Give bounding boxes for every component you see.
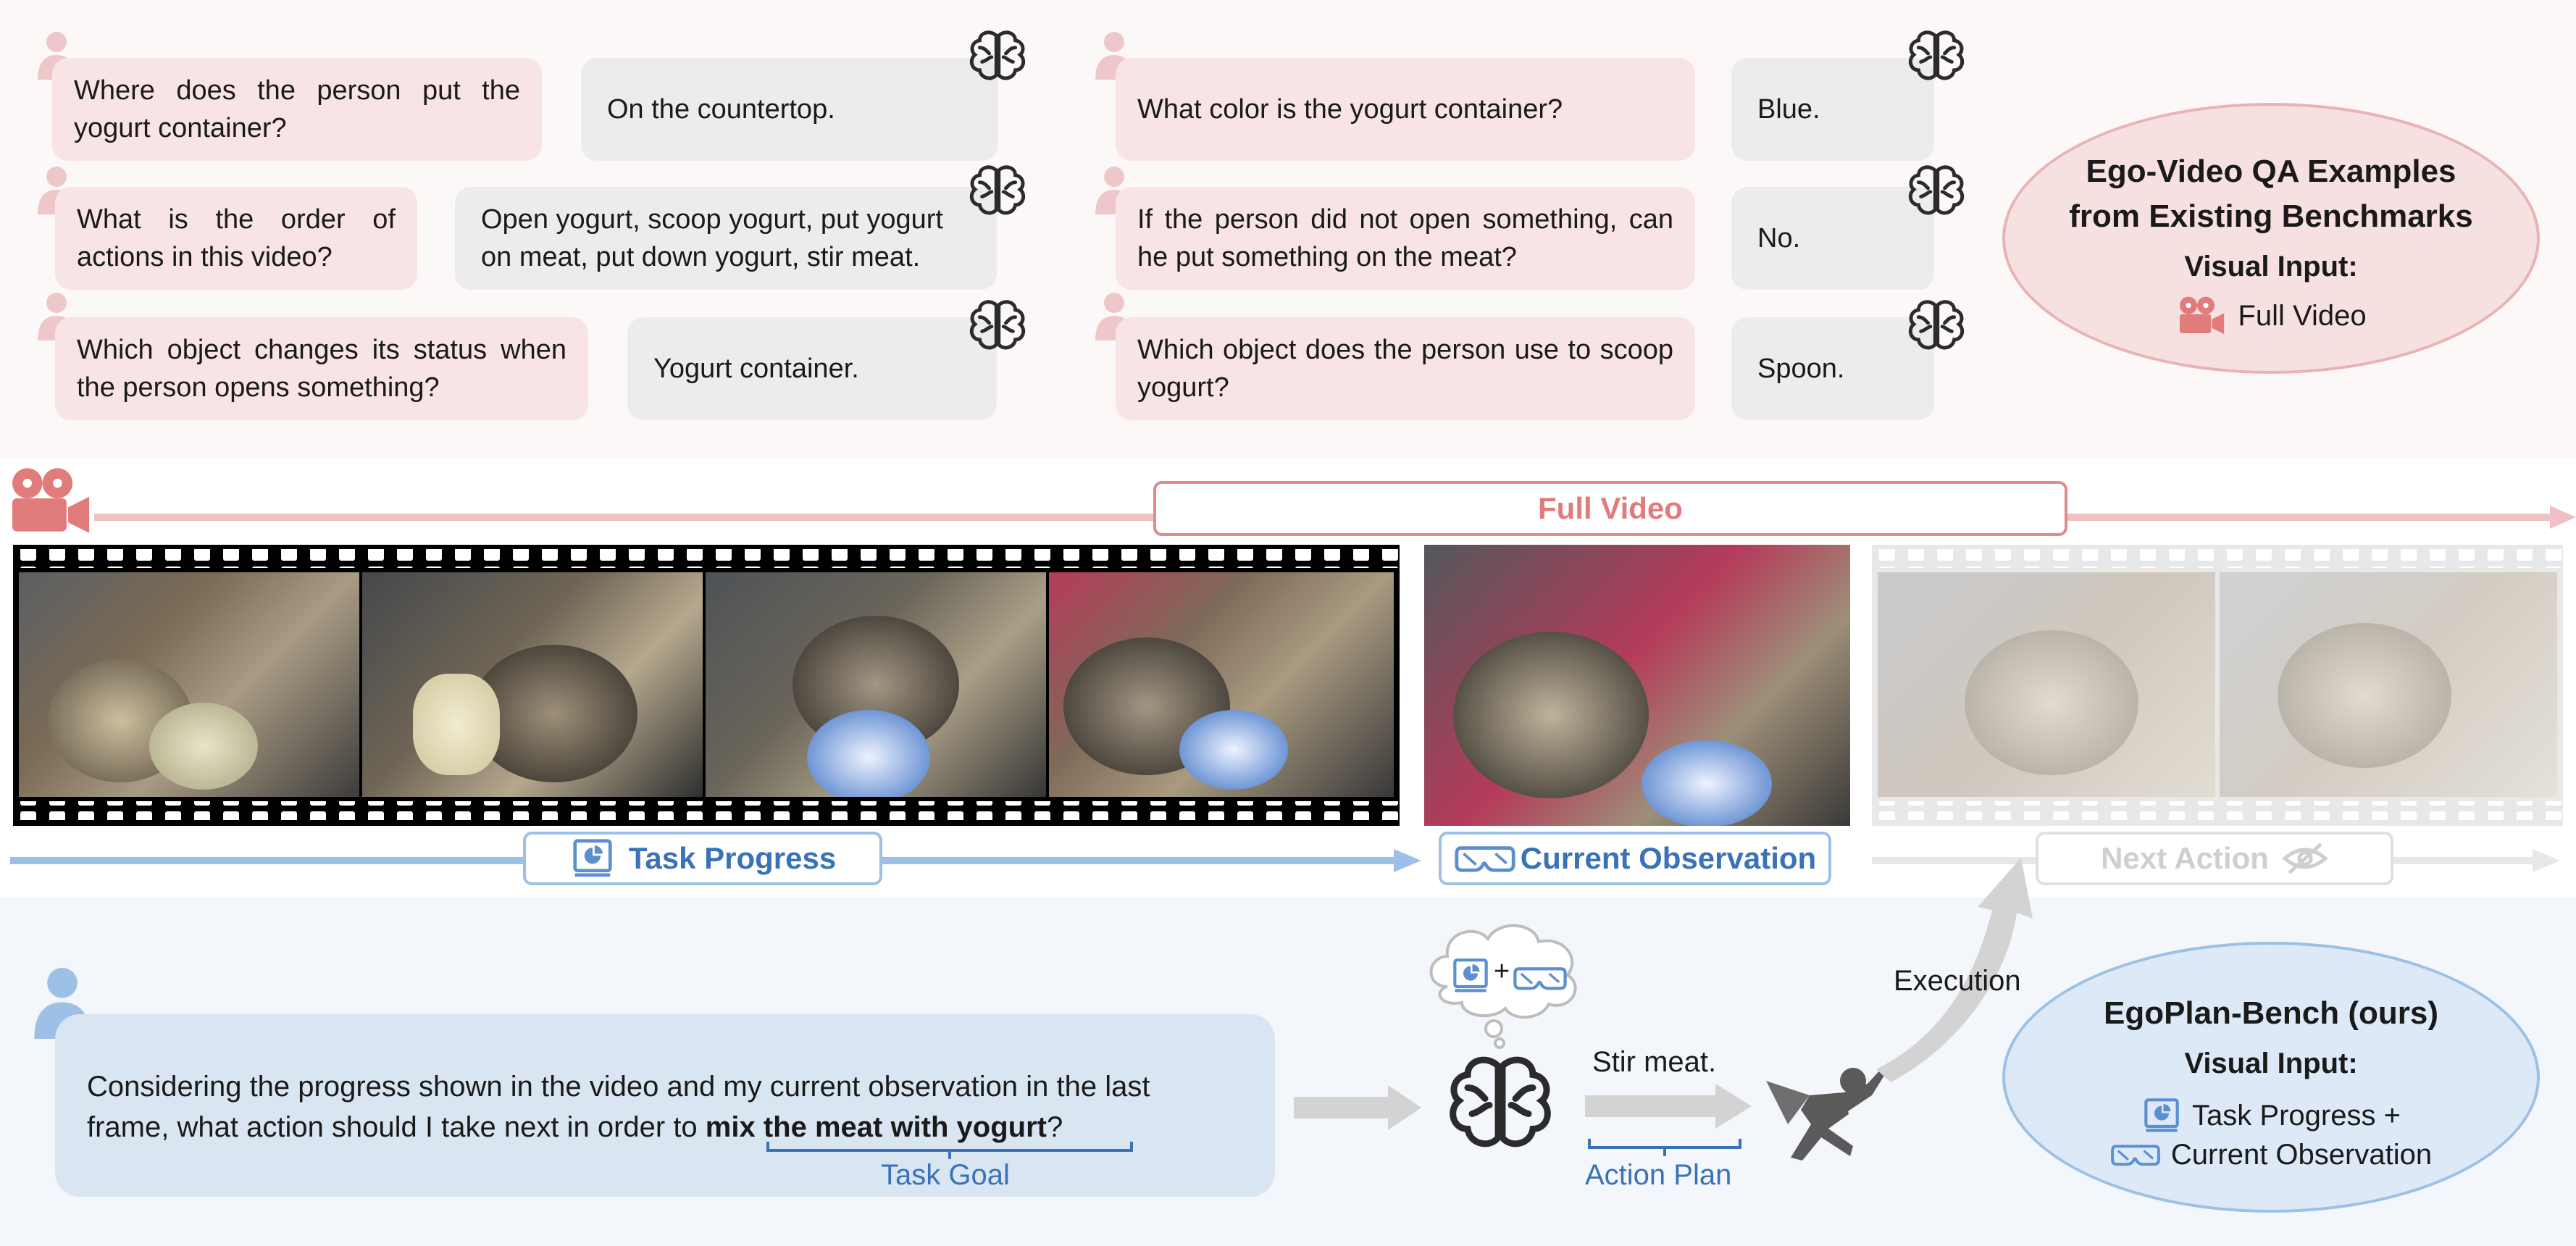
existing-visual-input-label: Visual Input: [2184, 251, 2358, 283]
task-progress-filmstrip [13, 545, 1400, 826]
eye-slash-icon [2282, 842, 2328, 874]
query-line1: Considering the progress shown in the vi… [87, 1071, 1150, 1103]
qa-question-5: If the person did not open something, ca… [1116, 187, 1695, 290]
vr-glasses-icon [1513, 962, 1568, 994]
existing-title-line2: from Existing Benchmarks [2069, 198, 2473, 234]
action-plan-label: Action Plan [1585, 1159, 1732, 1191]
brain-icon [1907, 29, 1966, 84]
action-plan-brace [1588, 1139, 1741, 1156]
video-frame-2 [362, 572, 703, 797]
chart-icon [1450, 958, 1491, 994]
qa-question-2: What is the order of actions in this vid… [55, 187, 417, 290]
brain-to-action-arrow [1585, 1084, 1752, 1129]
thought-cloud-icon [1429, 924, 1577, 1049]
chart-icon [569, 838, 616, 879]
filmstrip-sprockets [13, 549, 1400, 820]
existing-visual-input-value: Full Video [2238, 300, 2367, 332]
task-progress-label: Task Progress [523, 832, 882, 885]
superhero-icon [1766, 1066, 1886, 1161]
brain-icon [1907, 298, 1966, 354]
query-line2: frame, what action should I take next in… [87, 1111, 1063, 1143]
task-goal-label: Task Goal [881, 1159, 1010, 1191]
video-frame-1 [19, 572, 359, 797]
qa-answer-3: Yogurt container. [627, 317, 997, 420]
egoplan-title: EgoPlan-Bench (ours) [2103, 995, 2439, 1031]
brain-icon [1446, 1055, 1555, 1153]
chart-icon [2141, 1097, 2182, 1134]
execution-label: Execution [1894, 965, 2021, 997]
plus-sign: + [1494, 956, 1510, 987]
qa-answer-1: On the countertop. [581, 58, 998, 161]
qa-question-3: Which object changes its status when the… [55, 317, 588, 420]
vr-glasses-icon [2110, 1140, 2161, 1169]
video-frame-3 [706, 572, 1046, 797]
next-action-filmstrip [1872, 545, 2563, 826]
qa-answer-4: Blue. [1731, 58, 1934, 161]
existing-benchmarks-ellipse: Ego-Video QA Examples from Existing Benc… [2002, 103, 2540, 374]
current-observation-label: Current Observation [1439, 832, 1831, 885]
qa-answer-2: Open yogurt, scoop yogurt, put yogurt on… [455, 187, 997, 290]
qa-answer-6: Spoon. [1731, 317, 1934, 420]
filmstrip-sprockets [1872, 549, 2563, 820]
existing-title-line1: Ego-Video QA Examples [2086, 154, 2456, 189]
video-frame-4 [1049, 572, 1394, 797]
qa-question-1: Where does the person put the yogurt con… [52, 58, 542, 161]
egoplan-bench-ellipse: EgoPlan-Bench (ours) Visual Input: Task … [2002, 942, 2540, 1213]
brain-icon [968, 298, 1027, 354]
brain-icon [1907, 164, 1966, 219]
egoplan-visual-input-label: Visual Input: [2184, 1048, 2358, 1079]
task-goal-text: mix the meat with yogurt [705, 1111, 1047, 1143]
query-to-brain-arrow [1294, 1085, 1421, 1130]
egoplan-input-line2: Current Observation [2170, 1139, 2433, 1171]
qa-question-6: Which object does the person use to scoo… [1116, 317, 1695, 420]
qa-question-4: What color is the yogurt container? [1116, 58, 1695, 161]
camera-icon [2175, 293, 2228, 338]
full-video-label: Full Video [1153, 481, 2067, 536]
user-query-bubble: Considering the progress shown in the vi… [55, 1014, 1275, 1197]
next-action-label: Next Action [2036, 832, 2393, 885]
task-goal-brace [766, 1142, 1133, 1159]
action-plan-output: Stir meat. [1592, 1046, 1717, 1078]
qa-answer-5: No. [1731, 187, 1934, 290]
egoplan-input-line1: Task Progress + [2192, 1100, 2401, 1132]
camera-icon [3, 464, 97, 539]
vr-glasses-icon [1454, 840, 1516, 877]
execution-arrow [1876, 858, 2033, 1082]
next-frame-1 [1878, 572, 2215, 797]
brain-icon [968, 164, 1027, 219]
current-observation-frame [1424, 545, 1850, 826]
next-frame-2 [2220, 572, 2557, 797]
brain-icon [968, 29, 1027, 84]
